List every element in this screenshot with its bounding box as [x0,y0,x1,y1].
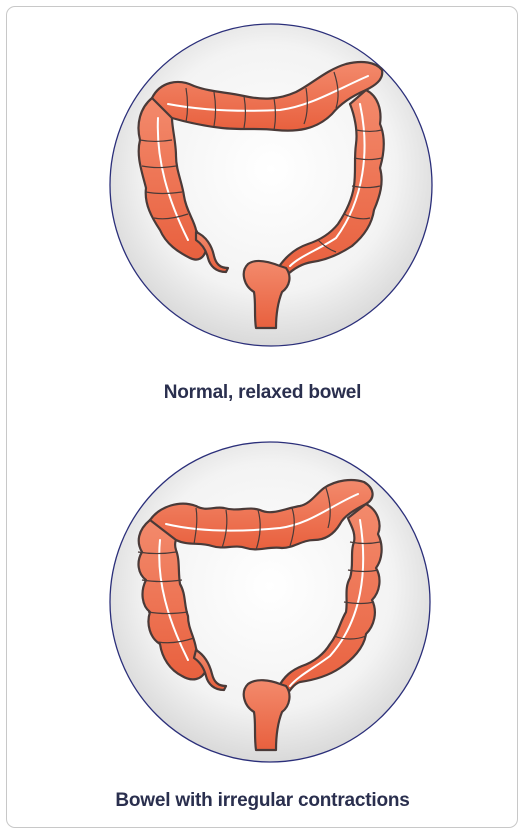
normal-bowel-illustration [0,0,525,420]
panel-normal-bowel: Normal, relaxed bowel [0,0,525,420]
irregular-bowel-illustration [0,420,525,836]
caption-normal-bowel: Normal, relaxed bowel [0,382,525,404]
caption-irregular-bowel: Bowel with irregular contractions [0,790,525,812]
panel-irregular-bowel: Bowel with irregular contractions [0,420,525,836]
